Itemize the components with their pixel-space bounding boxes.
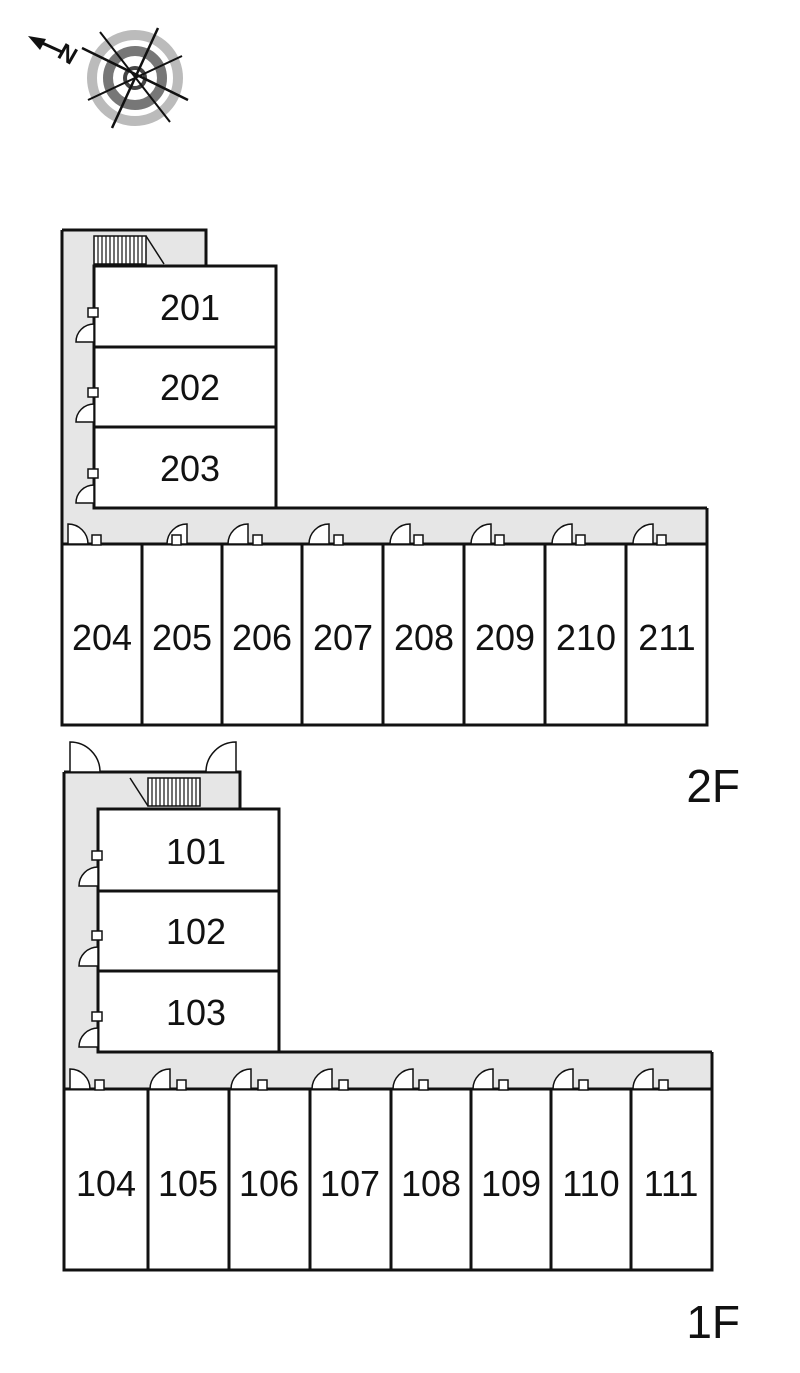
door-icon bbox=[69, 1068, 669, 1091]
room-label: 109 bbox=[481, 1163, 541, 1204]
room-202 bbox=[92, 345, 278, 429]
room-110 bbox=[549, 1087, 633, 1272]
room-label: 206 bbox=[232, 617, 292, 658]
floor-1f: 101 102 103 104 105 106 107 108 109 110 … bbox=[62, 741, 740, 1348]
room-label: 210 bbox=[556, 617, 616, 658]
room-label: 204 bbox=[72, 617, 132, 658]
room-label: 205 bbox=[152, 617, 212, 658]
floor-2f: 201 202 203 204 205 206 207 208 209 210 … bbox=[60, 228, 740, 812]
room-203 bbox=[92, 425, 278, 510]
room-209 bbox=[462, 542, 547, 727]
room-label: 107 bbox=[320, 1163, 380, 1204]
room-label: 108 bbox=[401, 1163, 461, 1204]
room-label: 106 bbox=[239, 1163, 299, 1204]
room-205 bbox=[140, 542, 224, 727]
room-207 bbox=[300, 542, 385, 727]
door-icon bbox=[69, 741, 237, 773]
room-label: 201 bbox=[160, 287, 220, 328]
floor-label: 2F bbox=[686, 760, 740, 812]
room-109 bbox=[469, 1087, 553, 1272]
room-label: 207 bbox=[313, 617, 373, 658]
compass-rose-icon: N bbox=[28, 27, 189, 129]
room-206 bbox=[220, 542, 304, 727]
room-106 bbox=[227, 1087, 312, 1272]
room-label: 104 bbox=[76, 1163, 136, 1204]
room-208 bbox=[381, 542, 466, 727]
room-label: 203 bbox=[160, 448, 220, 489]
door-icon bbox=[78, 850, 103, 1048]
room-201 bbox=[92, 264, 278, 349]
room-label: 208 bbox=[394, 617, 454, 658]
door-icon bbox=[67, 523, 667, 546]
room-label: 102 bbox=[166, 911, 226, 952]
compass-north-label: N bbox=[53, 38, 82, 70]
room-210 bbox=[543, 542, 628, 727]
corridor-horizontal bbox=[62, 508, 707, 544]
room-107 bbox=[308, 1087, 393, 1272]
room-105 bbox=[146, 1087, 231, 1272]
room-label: 202 bbox=[160, 367, 220, 408]
staircase-icon bbox=[129, 777, 201, 807]
room-label: 105 bbox=[158, 1163, 218, 1204]
room-label: 103 bbox=[166, 992, 226, 1033]
corridor-horizontal bbox=[64, 1052, 712, 1089]
room-label: 111 bbox=[644, 1163, 699, 1204]
room-111 bbox=[629, 1087, 714, 1272]
floor-label: 1F bbox=[686, 1296, 740, 1348]
door-icon bbox=[75, 307, 99, 504]
room-label: 211 bbox=[638, 617, 695, 658]
room-label: 209 bbox=[475, 617, 535, 658]
room-label: 110 bbox=[562, 1163, 619, 1204]
staircase-icon bbox=[93, 235, 165, 265]
room-label: 101 bbox=[166, 831, 226, 872]
room-104 bbox=[62, 1087, 150, 1272]
